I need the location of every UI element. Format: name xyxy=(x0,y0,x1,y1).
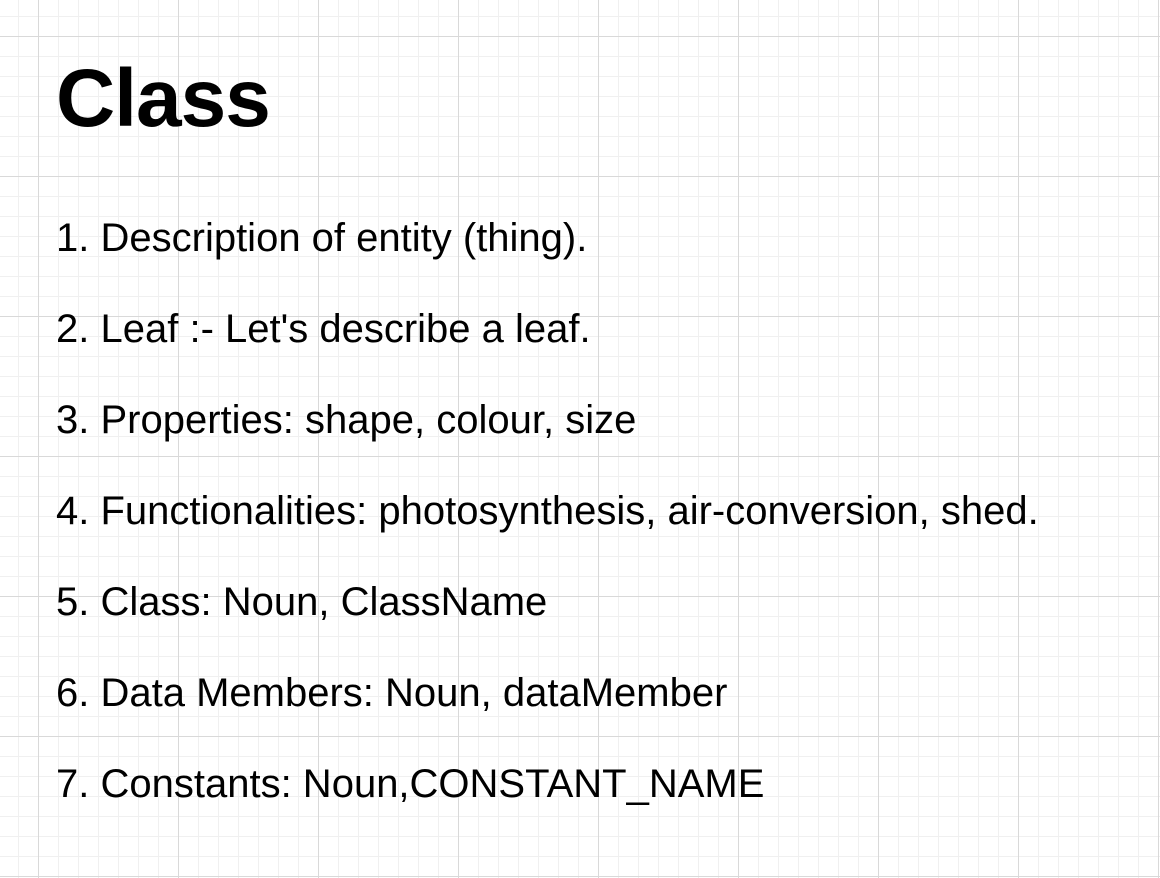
item-text: Leaf :- Let's describe a leaf. xyxy=(100,307,591,351)
item-text: Functionalities: photosynthesis, air-con… xyxy=(100,489,1039,533)
item-text: Constants: Noun,CONSTANT_NAME xyxy=(100,762,765,806)
list-item: 6. Data Members: Noun, dataMember xyxy=(56,670,1039,716)
item-text: Properties: shape, colour, size xyxy=(100,398,637,442)
item-number: 3. xyxy=(56,398,90,442)
item-text: Data Members: Noun, dataMember xyxy=(100,671,728,715)
item-number: 1. xyxy=(56,216,90,260)
page-title: Class xyxy=(56,53,271,144)
item-number: 6. xyxy=(56,671,90,715)
list-item: 2. Leaf :- Let's describe a leaf. xyxy=(56,306,1039,352)
list-item: 1. Description of entity (thing). xyxy=(56,215,1039,261)
item-number: 5. xyxy=(56,580,90,624)
list-item: 7. Constants: Noun,CONSTANT_NAME xyxy=(56,761,1039,807)
item-number: 4. xyxy=(56,489,90,533)
item-number: 7. xyxy=(56,762,90,806)
item-text: Description of entity (thing). xyxy=(100,216,588,260)
list-item: 4. Functionalities: photosynthesis, air-… xyxy=(56,488,1039,534)
list-item: 3. Properties: shape, colour, size xyxy=(56,397,1039,443)
item-text: Class: Noun, ClassName xyxy=(100,580,548,624)
item-number: 2. xyxy=(56,307,90,351)
list-item: 5. Class: Noun, ClassName xyxy=(56,579,1039,625)
item-list: 1. Description of entity (thing). 2. Lea… xyxy=(56,215,1039,852)
